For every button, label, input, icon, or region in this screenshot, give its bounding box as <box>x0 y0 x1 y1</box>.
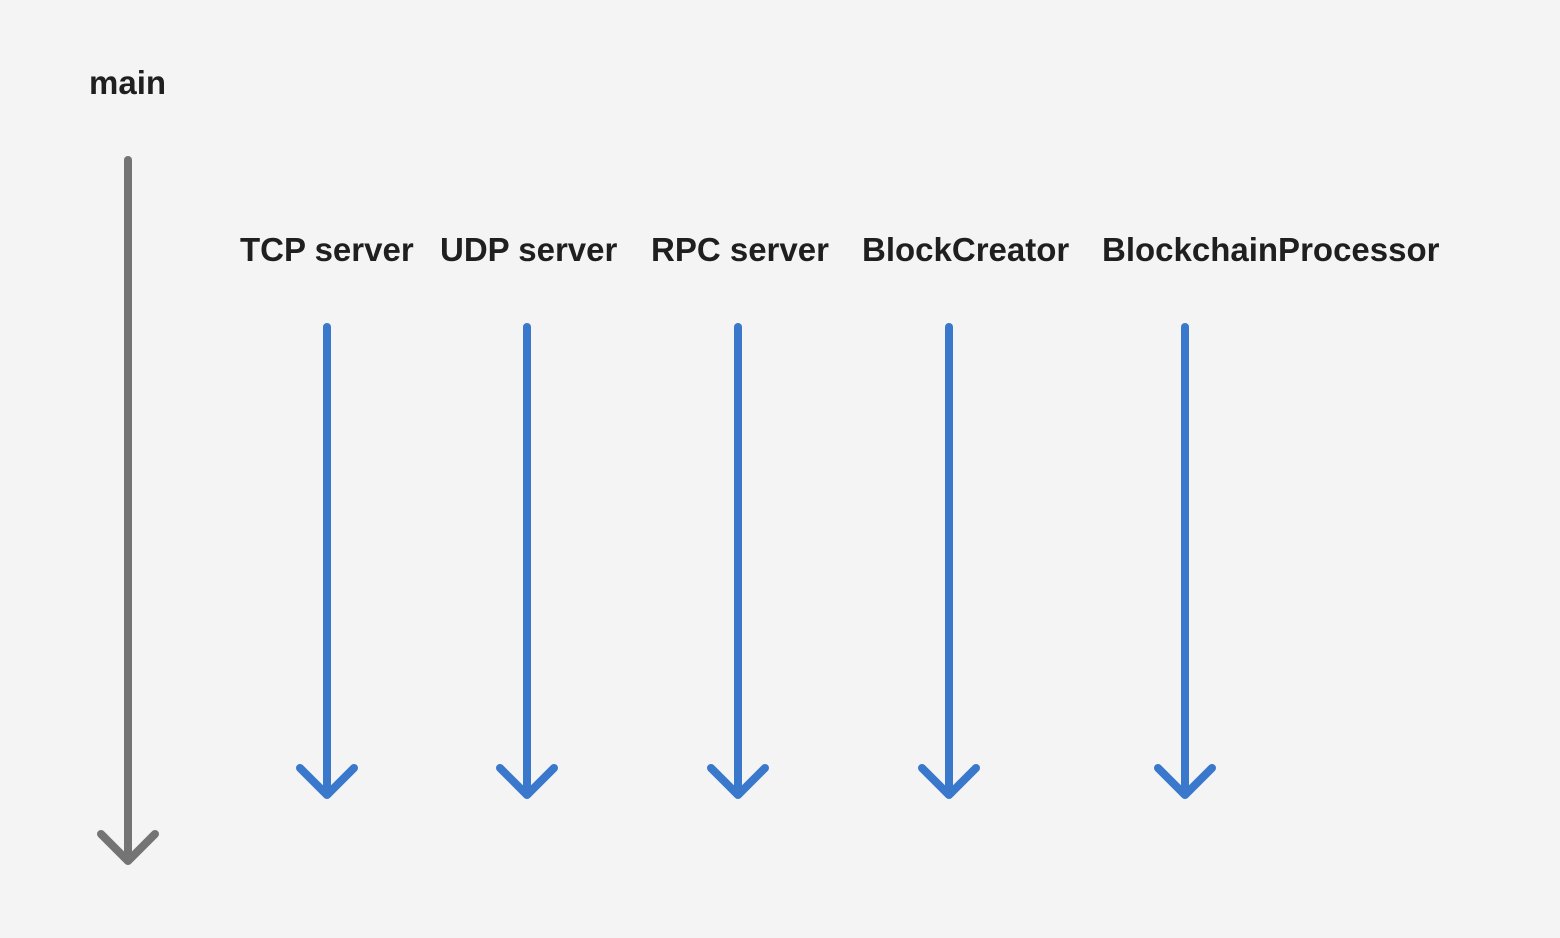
thread-arrow-icon-blockchainprocessor <box>1154 323 1216 799</box>
main-thread-label: main <box>89 64 167 101</box>
thread-arrow-icon-udp-server <box>496 323 558 799</box>
main-thread-arrow-icon <box>97 156 159 865</box>
thread-arrow-icon-rpc-server <box>707 323 769 799</box>
thread-arrow-icon-tcp-server <box>296 323 358 799</box>
thread-label-blockcreator: BlockCreator <box>862 231 1070 268</box>
thread-arrow-icon-blockcreator <box>918 323 980 799</box>
thread-label-blockchainprocessor: BlockchainProcessor <box>1102 231 1440 268</box>
thread-label-rpc-server: RPC server <box>651 231 829 268</box>
thread-label-udp-server: UDP server <box>440 231 618 268</box>
thread-label-tcp-server: TCP server <box>240 231 414 268</box>
